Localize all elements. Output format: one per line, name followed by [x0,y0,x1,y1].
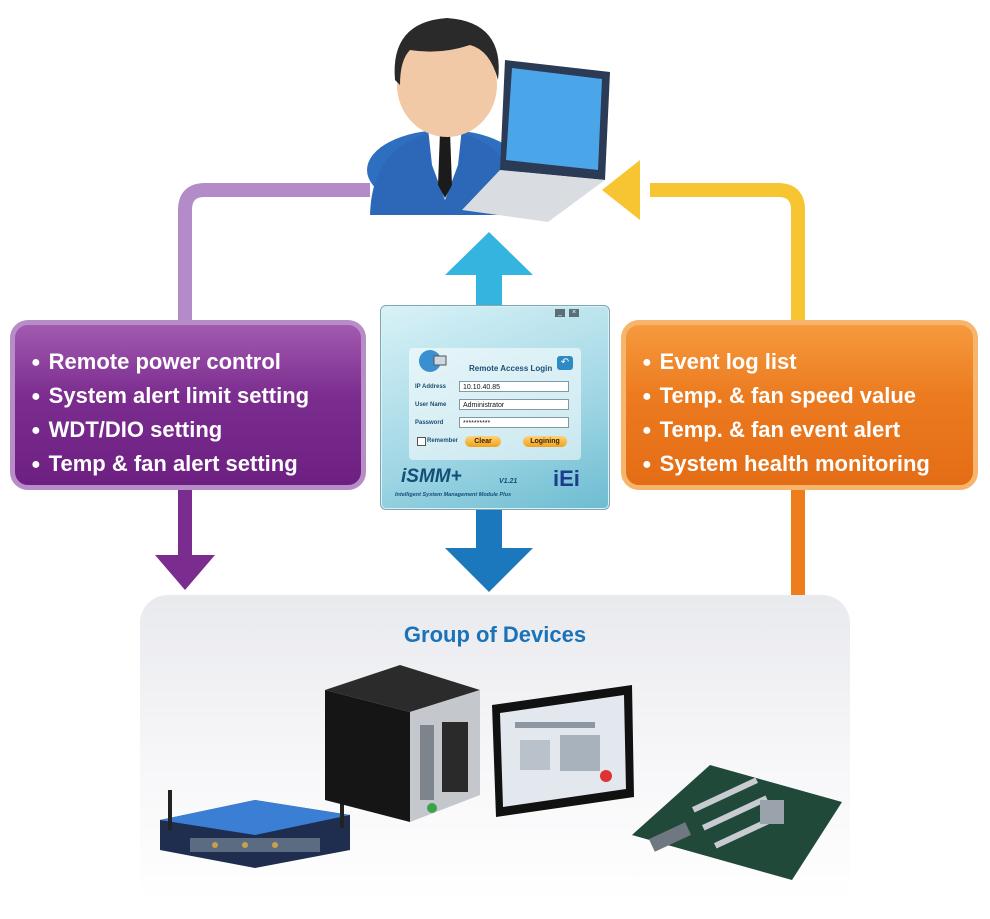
product-subtitle: Intelligent System Management Module Plu… [395,492,512,498]
devices-panel: Group of Devices [140,595,850,905]
monitoring-features-box: Event log list Temp. & fan speed value T… [621,320,978,490]
devices-title: Group of Devices [403,622,587,647]
feature-event-log-list: Event log list [642,345,973,379]
feature-system-health-monitoring: System health monitoring [642,447,973,481]
login-button[interactable]: Logining [523,436,567,447]
ip-address-input[interactable]: 10.10.40.85 [459,381,569,392]
feature-remote-power-control: Remote power control [31,345,361,379]
password-input[interactable]: ********** [459,417,569,428]
feature-temp-fan-speed-value: Temp. & fan speed value [642,379,973,413]
minimize-icon[interactable]: _ [555,309,565,317]
feature-temp-fan-alert-setting: Temp & fan alert setting [31,447,361,481]
clear-button[interactable]: Clear [465,436,501,447]
remote-control-feature-list: Remote power control System alert limit … [31,345,361,481]
purple-arrow-down [155,555,215,590]
blue-connector [476,508,502,550]
yellow-arrow-left [602,160,640,220]
version-label: V1.21 [499,478,518,485]
monitoring-feature-list: Event log list Temp. & fan speed value T… [642,345,973,481]
login-title: Remote Access Login [469,364,553,373]
remember-label: Remember [427,438,459,444]
remember-checkbox[interactable] [417,437,426,446]
blue-arrow-down [445,548,533,592]
network-globe-icon [419,350,447,372]
purple-connector [178,183,370,322]
back-button[interactable]: ↶ [557,356,573,370]
user-with-laptop-icon [367,18,610,222]
feature-system-alert-limit: System alert limit setting [31,379,361,413]
close-icon[interactable]: × [569,309,579,317]
remote-control-features-box: Remote power control System alert limit … [10,320,366,490]
yellow-connector [650,183,805,322]
user-name-input[interactable]: Administrator [459,399,569,410]
ismm-logo: iSMM+ [401,466,462,487]
ip-address-label: IP Address [415,384,447,390]
user-name-label: User Name [415,402,447,408]
cyan-arrow-up [445,232,533,275]
cyan-connector [476,270,502,306]
password-label: Password [415,420,444,426]
feature-wdt-dio-setting: WDT/DIO setting [31,413,361,447]
feature-temp-fan-event-alert: Temp. & fan event alert [642,413,973,447]
iei-brand-logo: iEi [553,466,580,491]
remote-access-login-window: _ × Remote Access Login ↶ IP Address 10.… [380,305,610,510]
